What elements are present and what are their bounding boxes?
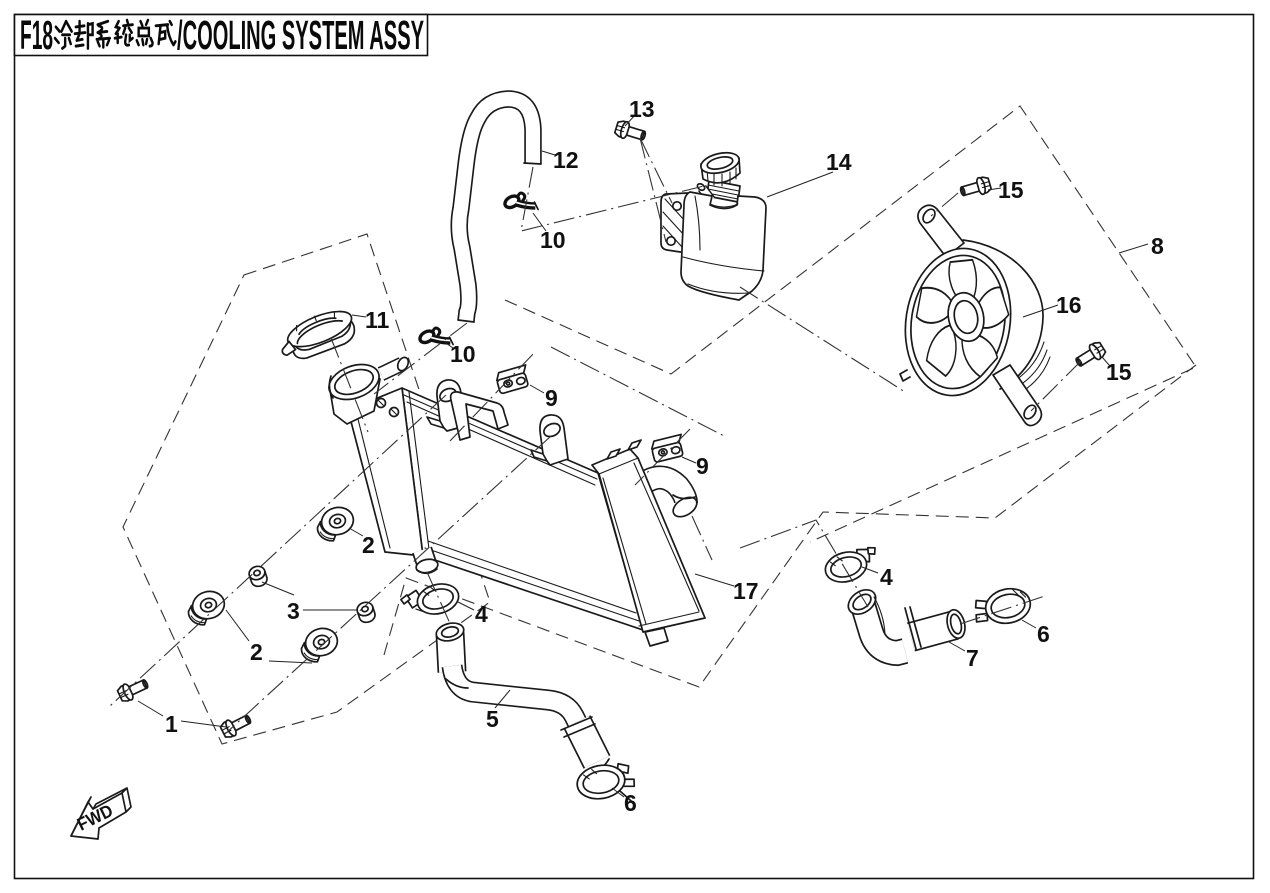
svg-text:6: 6 bbox=[624, 790, 637, 816]
svg-text:13: 13 bbox=[629, 96, 655, 122]
svg-text:11: 11 bbox=[365, 307, 390, 333]
svg-text:12: 12 bbox=[553, 147, 579, 173]
svg-text:16: 16 bbox=[1056, 292, 1082, 318]
svg-text:1: 1 bbox=[165, 711, 178, 737]
svg-text:8: 8 bbox=[1151, 233, 1164, 259]
svg-text:4: 4 bbox=[880, 564, 893, 590]
svg-text:F18: F18 bbox=[20, 12, 53, 58]
svg-text:3: 3 bbox=[287, 598, 300, 624]
svg-text:9: 9 bbox=[696, 453, 709, 479]
svg-text:9: 9 bbox=[545, 385, 558, 411]
svg-text:14: 14 bbox=[826, 149, 852, 175]
svg-text:7: 7 bbox=[966, 645, 979, 671]
svg-text:4: 4 bbox=[475, 601, 488, 627]
svg-text:2: 2 bbox=[250, 639, 263, 665]
svg-text:2: 2 bbox=[362, 532, 375, 558]
svg-text:10: 10 bbox=[540, 227, 566, 253]
svg-text:5: 5 bbox=[486, 706, 499, 732]
svg-text:10: 10 bbox=[450, 341, 476, 367]
svg-text:15: 15 bbox=[998, 177, 1024, 203]
svg-text:/COOLING SYSTEM ASSY: /COOLING SYSTEM ASSY bbox=[177, 12, 424, 58]
svg-text:6: 6 bbox=[1037, 621, 1050, 647]
svg-text:17: 17 bbox=[733, 578, 759, 604]
svg-text:15: 15 bbox=[1106, 359, 1132, 385]
